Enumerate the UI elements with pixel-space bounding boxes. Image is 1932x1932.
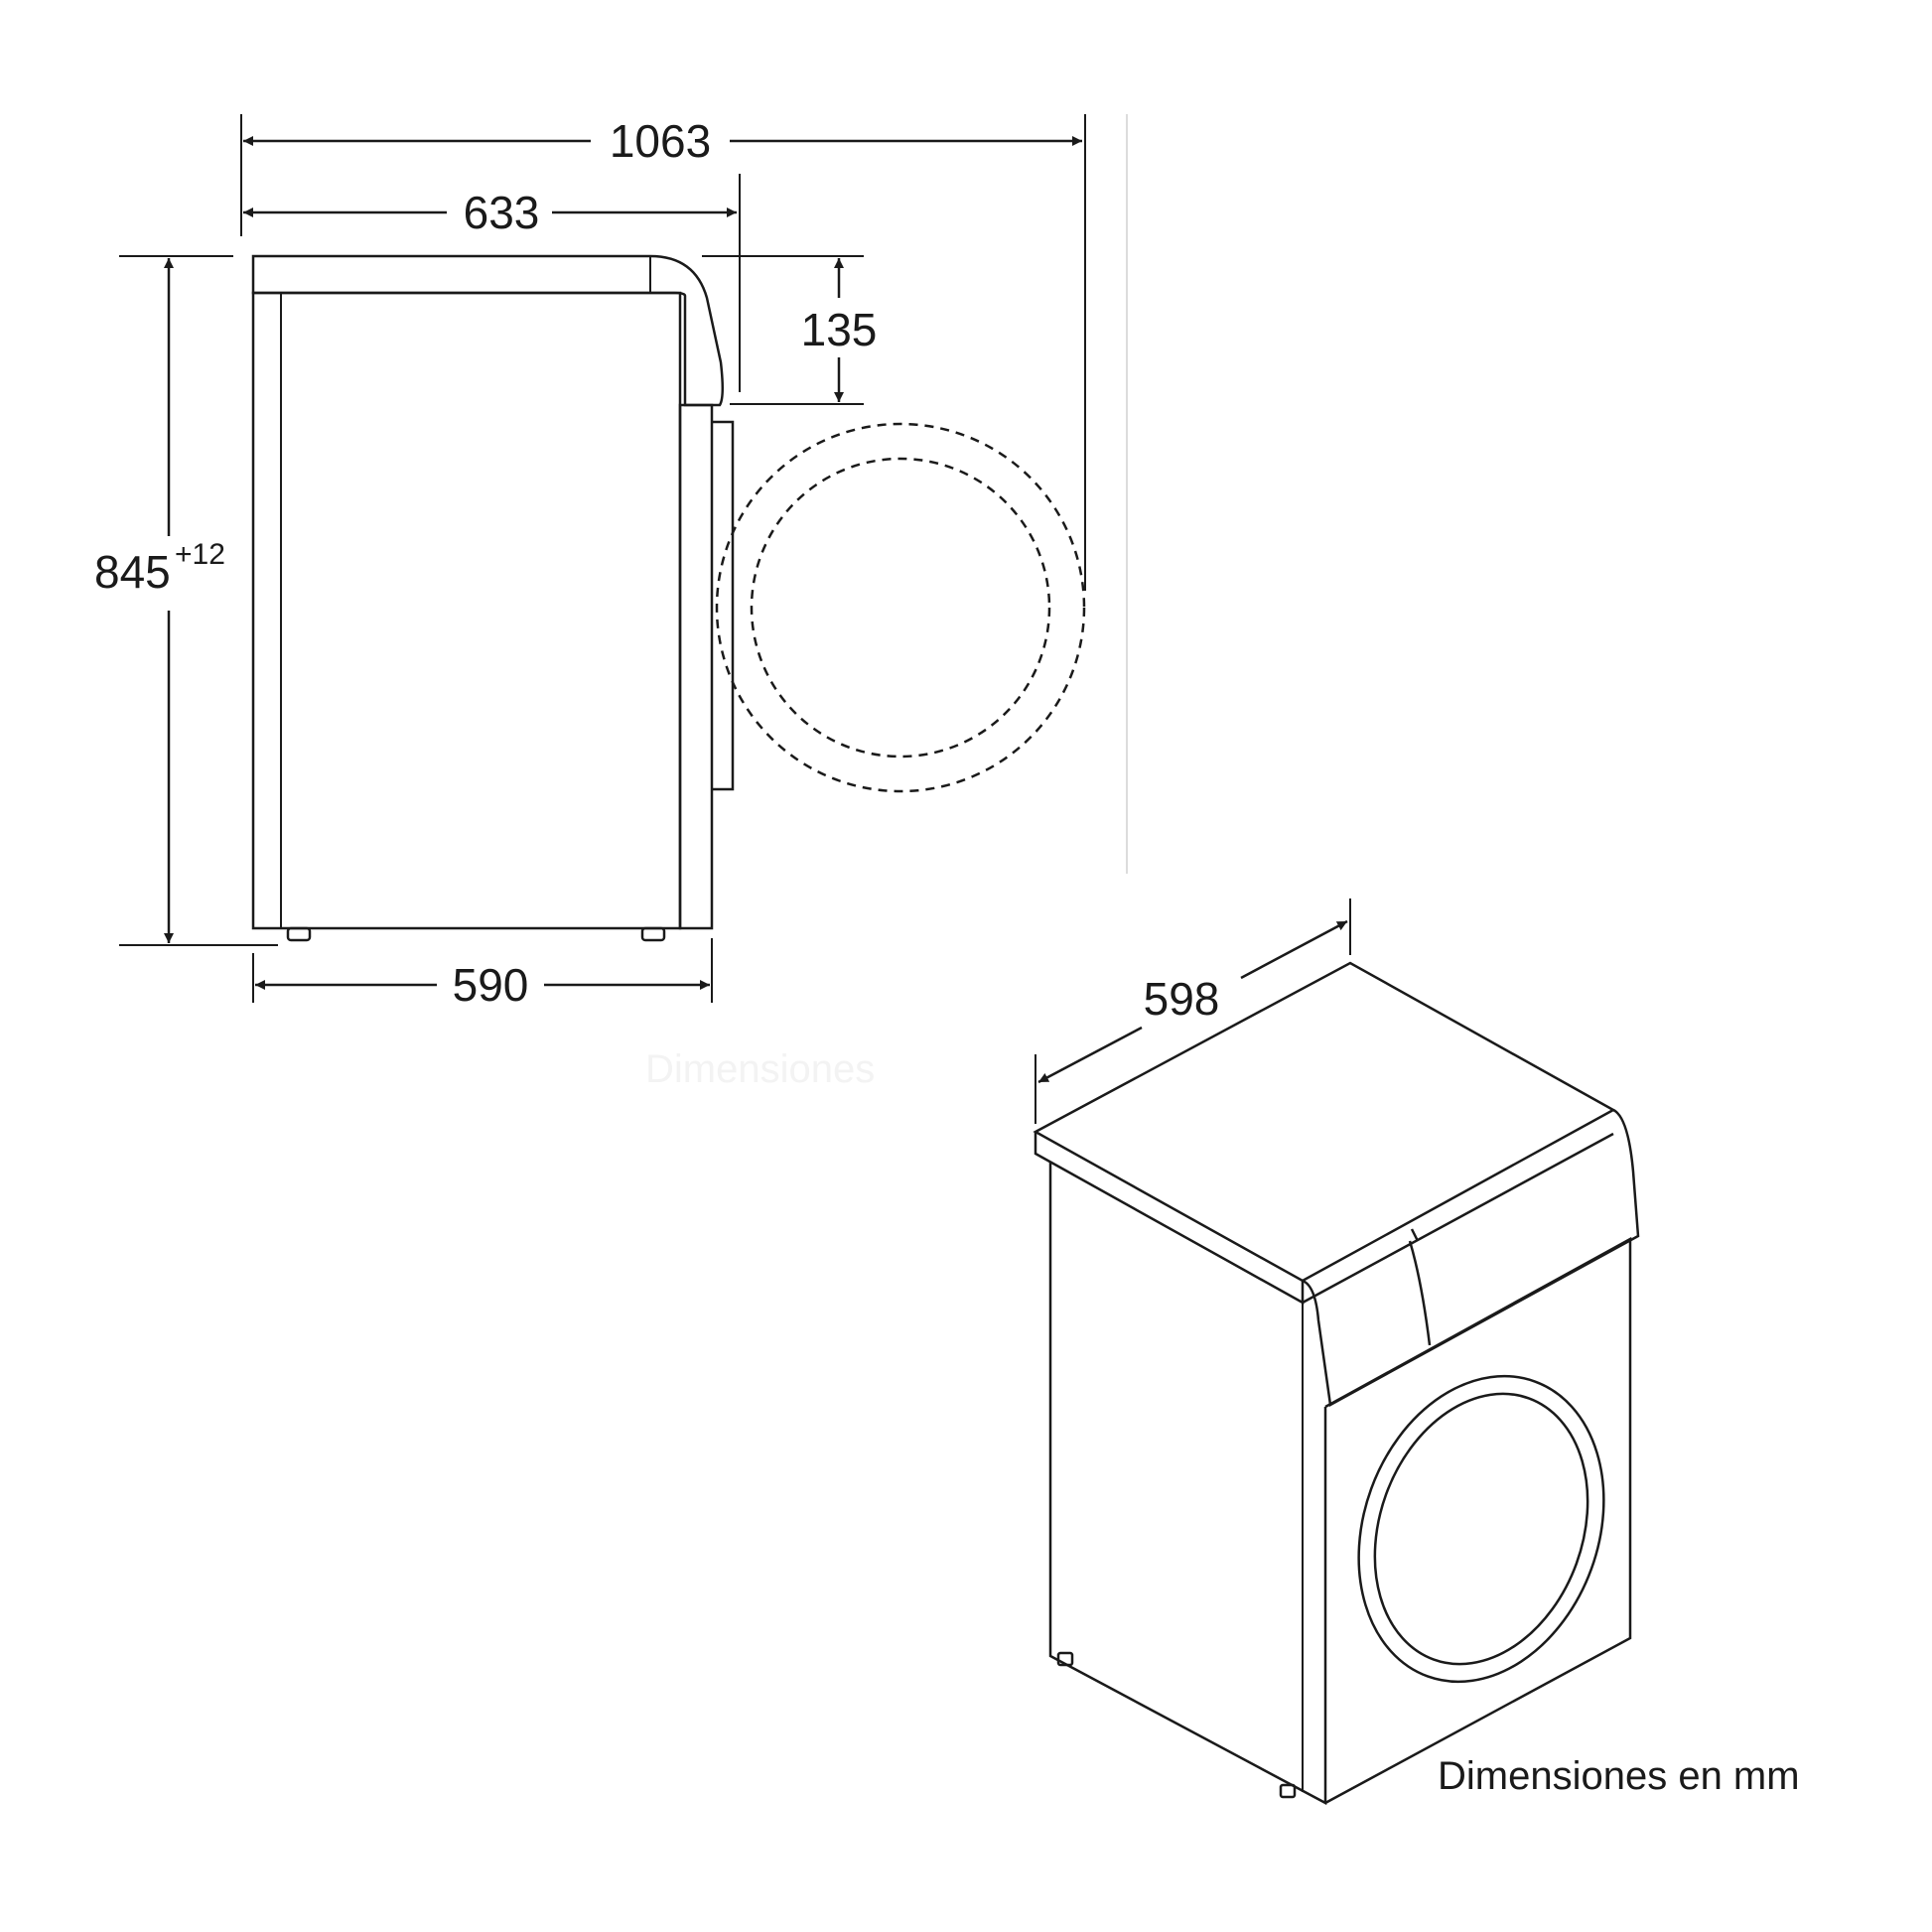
iso-door-outer — [1357, 1374, 1605, 1684]
iso-foot-left — [1056, 1651, 1074, 1667]
iso-foot-front — [1279, 1783, 1297, 1799]
dim-height-tolerance: +12 — [175, 538, 225, 571]
side-front-panel — [678, 403, 714, 930]
iso-side — [1048, 1162, 1327, 1806]
door-swing-inner — [750, 457, 1051, 759]
dim-height: 845 +12 — [94, 258, 225, 943]
iso-control-panel — [1302, 1108, 1640, 1407]
dim-body-depth: 590 — [255, 959, 710, 1011]
iso-front — [1324, 1236, 1632, 1805]
watermark-text: Dimensiones — [645, 1047, 875, 1091]
units-caption: Dimensiones en mm — [1438, 1754, 1800, 1798]
dim-body-depth-label: 590 — [453, 959, 529, 1011]
dim-total-depth-label: 1063 — [610, 115, 711, 167]
extension-lines — [119, 114, 1128, 1003]
dim-width: 598 — [1035, 898, 1351, 1124]
dim-depth-label: 633 — [464, 187, 540, 238]
side-cabinet — [251, 291, 682, 930]
dim-total-depth: 1063 — [243, 115, 1082, 167]
side-door-closed — [712, 420, 735, 791]
side-lid — [251, 254, 724, 407]
iso-door-inner — [1373, 1392, 1589, 1666]
iso-top — [1033, 961, 1616, 1283]
dim-width-label: 598 — [1144, 973, 1220, 1025]
side-view — [251, 254, 1086, 942]
door-swing-outer — [715, 422, 1086, 793]
dim-panel-height: 135 — [801, 258, 878, 402]
side-foot-front — [640, 926, 666, 942]
dim-height-label: 845 — [94, 546, 171, 598]
iso-view — [1033, 961, 1640, 1806]
dim-depth: 633 — [243, 187, 737, 238]
side-foot-rear — [286, 926, 312, 942]
dim-panel-height-label: 135 — [801, 304, 878, 355]
